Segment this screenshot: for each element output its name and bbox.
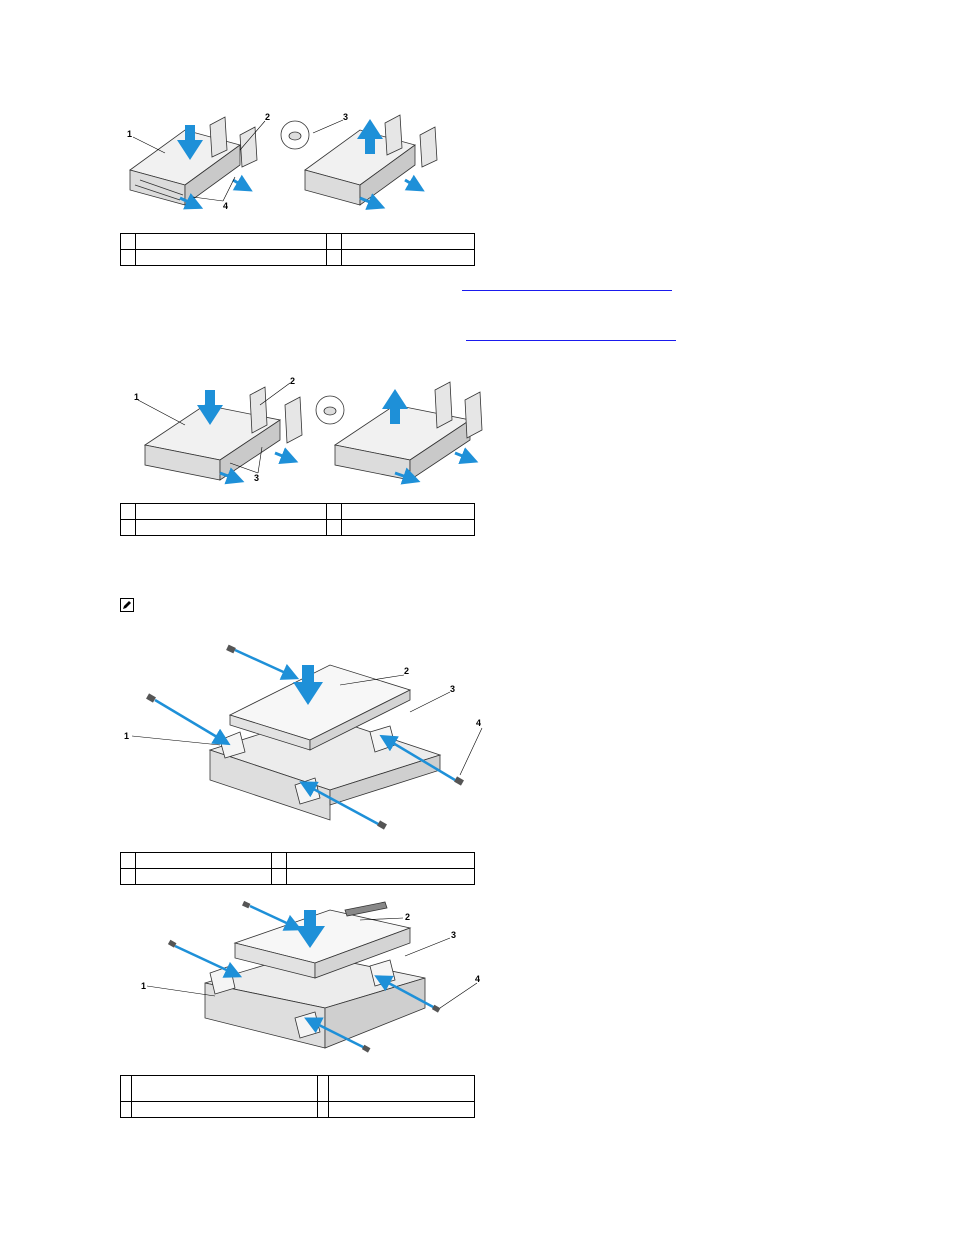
note-pencil-icon [120,598,134,612]
link-underline-2[interactable] [466,340,676,341]
up-arrow [177,125,203,160]
legend-table-4 [120,1075,475,1118]
callout-4: 4 [476,718,481,728]
link-underline-1[interactable] [462,290,672,291]
callout-1: 1 [134,392,139,402]
callout-3: 3 [451,930,456,940]
callout-2: 2 [404,666,409,676]
legend-table-3 [120,852,475,885]
down-arrow [357,119,383,154]
callout-2: 2 [290,376,295,386]
callout-3: 3 [450,684,455,694]
callout-2: 2 [405,912,410,922]
callout-1: 1 [127,129,132,139]
callout-1: 1 [124,731,129,741]
figure-drive-bracket-3: 1 2 3 4 [124,644,483,830]
legend-table-1 [120,233,475,266]
callout-4: 4 [475,974,480,984]
callout-1: 1 [141,981,146,991]
figure-drive-bracket-4: 1 2 3 4 [141,900,480,1053]
callout-3: 3 [254,473,259,483]
down-arrow [293,665,323,705]
callout-2: 2 [265,112,270,122]
callout-4: 4 [223,201,228,211]
callout-3: 3 [343,112,348,122]
figure-drive-removal-1: 1 2 3 4 [127,112,438,211]
screws [146,644,464,830]
drive-cage-right [280,114,438,206]
figure-drive-removal-2: 1 2 3 [134,376,483,485]
drive-cage-left [129,116,258,206]
legend-table-2 [120,503,475,536]
